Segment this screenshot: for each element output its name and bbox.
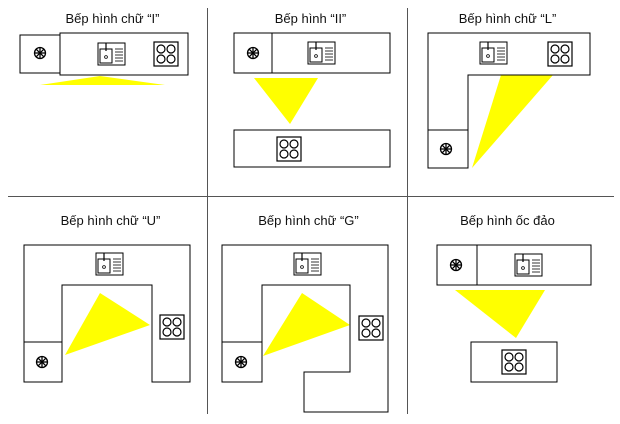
layout-u-shape xyxy=(23,244,191,383)
stove-icon xyxy=(276,136,302,162)
work-triangle xyxy=(65,293,150,355)
layout-g-shape xyxy=(221,244,389,413)
sink-icon xyxy=(97,42,126,66)
fridge-icon xyxy=(439,142,453,156)
layout-l-shape xyxy=(427,32,591,169)
work-triangle xyxy=(472,75,553,168)
work-triangle xyxy=(40,76,165,85)
layout-island xyxy=(436,244,592,383)
title-island: Bếp hình ốc đảo xyxy=(460,213,555,228)
work-triangle xyxy=(455,290,545,338)
stove-icon xyxy=(547,41,573,67)
counter xyxy=(427,32,591,169)
counter xyxy=(221,244,389,413)
layout-ii-shape xyxy=(233,32,391,168)
sink-icon xyxy=(514,253,543,277)
stove-icon xyxy=(358,315,384,341)
work-triangle xyxy=(254,78,318,124)
fridge-icon xyxy=(234,355,248,369)
title-ii-shape: Bếp hình “II” xyxy=(274,11,347,26)
fridge-icon xyxy=(246,46,260,60)
title-u-shape: Bếp hình chữ “U” xyxy=(60,213,161,228)
stove-icon xyxy=(159,314,185,340)
sink-icon xyxy=(293,252,322,276)
fridge-icon xyxy=(33,46,47,60)
fridge-icon xyxy=(449,258,463,272)
work-triangle xyxy=(263,293,350,356)
sink-icon xyxy=(95,252,124,276)
divider-vertical-right xyxy=(407,8,408,414)
fridge-icon xyxy=(35,355,49,369)
stove-icon xyxy=(153,41,179,67)
title-l-shape: Bếp hình chữ “L” xyxy=(458,11,557,26)
sink-icon xyxy=(307,41,336,65)
sink-icon xyxy=(479,41,508,65)
title-i-shape: Bếp hình chữ “I” xyxy=(65,11,160,26)
counter xyxy=(23,244,191,383)
divider-vertical-left xyxy=(207,8,208,414)
stove-icon xyxy=(501,349,527,375)
divider-horizontal xyxy=(8,196,614,197)
title-g-shape: Bếp hình chữ “G” xyxy=(258,213,359,228)
counter xyxy=(233,129,391,168)
layout-i-shape xyxy=(19,32,189,85)
